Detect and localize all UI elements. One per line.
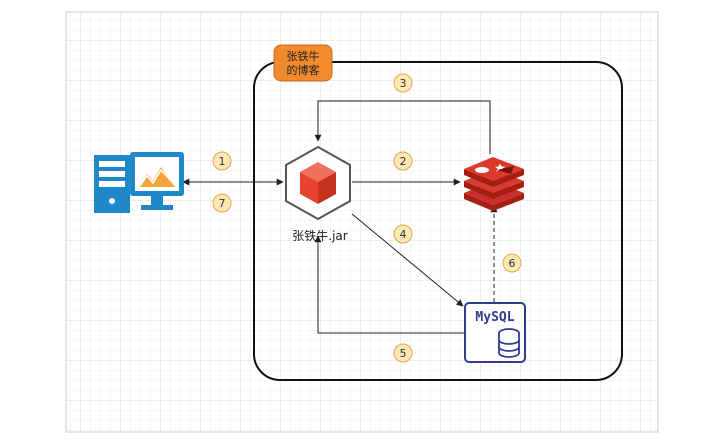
redis-icon <box>464 157 524 211</box>
step-number: 3 <box>400 77 407 90</box>
owner-tag-line1: 张铁牛 <box>287 49 320 63</box>
step-badge-4: 4 <box>393 224 413 244</box>
step-number: 2 <box>400 155 407 168</box>
step-number: 7 <box>219 197 226 210</box>
owner-tag-line2: 的博客 <box>287 63 320 77</box>
step-number: 1 <box>219 155 226 168</box>
step-number: 6 <box>509 257 516 270</box>
step-badge-2: 2 <box>393 151 413 171</box>
mysql-icon: MySQL <box>464 302 526 363</box>
step-badge-6: 6 <box>502 253 522 273</box>
server-boundary <box>253 61 623 381</box>
redis-to-app-connector <box>314 100 491 154</box>
step-badge-5: 5 <box>393 343 413 363</box>
step-number: 5 <box>400 347 407 360</box>
mysql-to-app-connector <box>314 235 465 334</box>
step-badge-3: 3 <box>393 73 413 93</box>
app-jar-icon <box>285 145 351 221</box>
app-to-mysql-connector <box>351 213 464 307</box>
client-computer-icon <box>94 152 184 213</box>
step-number: 4 <box>400 228 407 241</box>
app-label: 张铁牛.jar <box>292 228 348 243</box>
step-badge-7: 7 <box>212 193 232 213</box>
owner-tag: 张铁牛 的博客 <box>273 44 333 82</box>
mysql-label: MySQL <box>475 310 514 325</box>
step-badge-1: 1 <box>212 151 232 171</box>
step-badges: 1 2 3 4 5 6 7 <box>212 73 522 363</box>
